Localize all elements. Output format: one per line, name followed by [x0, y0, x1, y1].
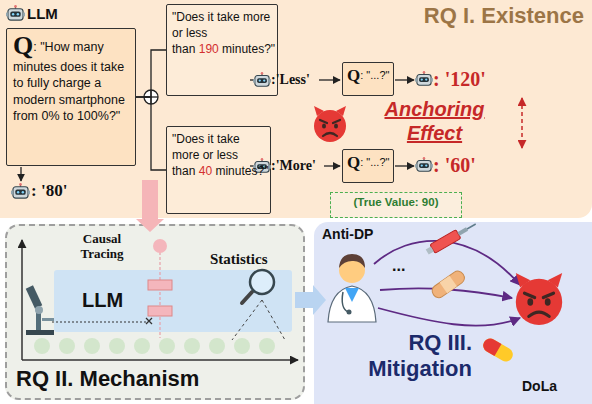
treatment-arrows — [374, 241, 520, 326]
box-text: : "...?" — [360, 69, 389, 81]
robot-icon — [11, 183, 30, 198]
arrow — [20, 167, 21, 181]
box-text: minutes?" — [215, 164, 268, 178]
method-label: ... — [392, 256, 405, 275]
answer-label: :'More' — [271, 158, 316, 175]
followup-box: Q: "...?" — [342, 149, 394, 183]
box-text: (True Value: 90) — [353, 196, 438, 208]
effect-label: Anchoring Effect — [372, 97, 497, 145]
devil-icon — [516, 273, 562, 325]
text-block: Q: "...?" — [343, 150, 393, 175]
bandage-icon — [430, 269, 467, 300]
arrow — [395, 79, 414, 80]
arrow — [250, 165, 254, 166]
answer-label: :'Less' — [271, 72, 310, 89]
section-panel: RQ I. Existence Q: "How many minutes does… — [0, 0, 592, 218]
arrow — [319, 79, 340, 80]
box-text: 40 — [199, 164, 212, 178]
heading-text: LLM — [82, 288, 123, 312]
connector — [136, 180, 164, 232]
heading-text: RQ III. Mitigation — [326, 330, 472, 382]
magnifier-icon — [232, 270, 285, 340]
box-text: Q — [347, 153, 360, 172]
text-block: Q: "...?" — [343, 63, 393, 88]
arrow — [324, 165, 340, 166]
text-block: (True Value: 90) — [331, 193, 461, 212]
method-label: Statistics — [210, 250, 268, 268]
model-label: LLM — [27, 5, 58, 23]
answer-label: : '120' — [433, 67, 486, 91]
robot-icon — [415, 157, 433, 171]
anchor-box: "Does it take more or less than40minutes… — [166, 126, 271, 214]
answer-label: : '60' — [433, 153, 476, 177]
axes — [22, 240, 298, 360]
plus-junction — [144, 90, 158, 104]
answer-label: : '80' — [31, 181, 67, 201]
text-block: Q: "How many minutes does it take to ful… — [7, 29, 135, 128]
text-block: "Does it take more or less than190minute… — [167, 5, 277, 62]
connector — [136, 97, 166, 170]
llm-box: LLM — [54, 270, 292, 332]
text-block: "Does it take more or less than40minutes… — [167, 127, 270, 184]
robot-icon — [415, 71, 433, 85]
pill-icon — [481, 336, 516, 364]
method-label: DoLa — [522, 378, 557, 395]
arrow — [250, 79, 254, 80]
robot-icon — [6, 5, 25, 20]
question-box: Q: "How many minutes does it take to ful… — [6, 28, 136, 166]
connector — [136, 50, 166, 97]
heading-text: RQ II. Mechanism — [16, 366, 199, 392]
connector — [295, 285, 326, 315]
syringe-icon — [425, 220, 478, 257]
box-text: Q — [13, 31, 33, 60]
box-text: Q — [347, 66, 360, 85]
robot-icon — [253, 72, 271, 86]
section-panel: RQ II. Mechanism LLM — [5, 224, 305, 400]
microscope-icon — [26, 285, 54, 335]
arrow — [395, 165, 414, 166]
token-circles — [34, 338, 275, 354]
doctor-icon — [328, 254, 376, 322]
box-text: minutes?" — [222, 42, 275, 56]
anchor-box: "Does it take more or less than190minute… — [166, 4, 278, 96]
method-label: Causal Tracing — [70, 232, 134, 262]
box-text: 190 — [199, 42, 219, 56]
true-value-box: (True Value: 90) — [330, 192, 462, 218]
dashed-double-arrow — [521, 98, 523, 148]
box-text: : "...?" — [360, 156, 389, 168]
followup-box: Q: "...?" — [342, 62, 394, 96]
heading-text: RQ I. Existence — [424, 3, 584, 29]
robot-icon — [253, 158, 271, 172]
method-label: Anti-DP — [322, 226, 373, 243]
devil-icon — [314, 106, 346, 142]
section-panel: RQ III. Mitigation — [314, 222, 592, 404]
